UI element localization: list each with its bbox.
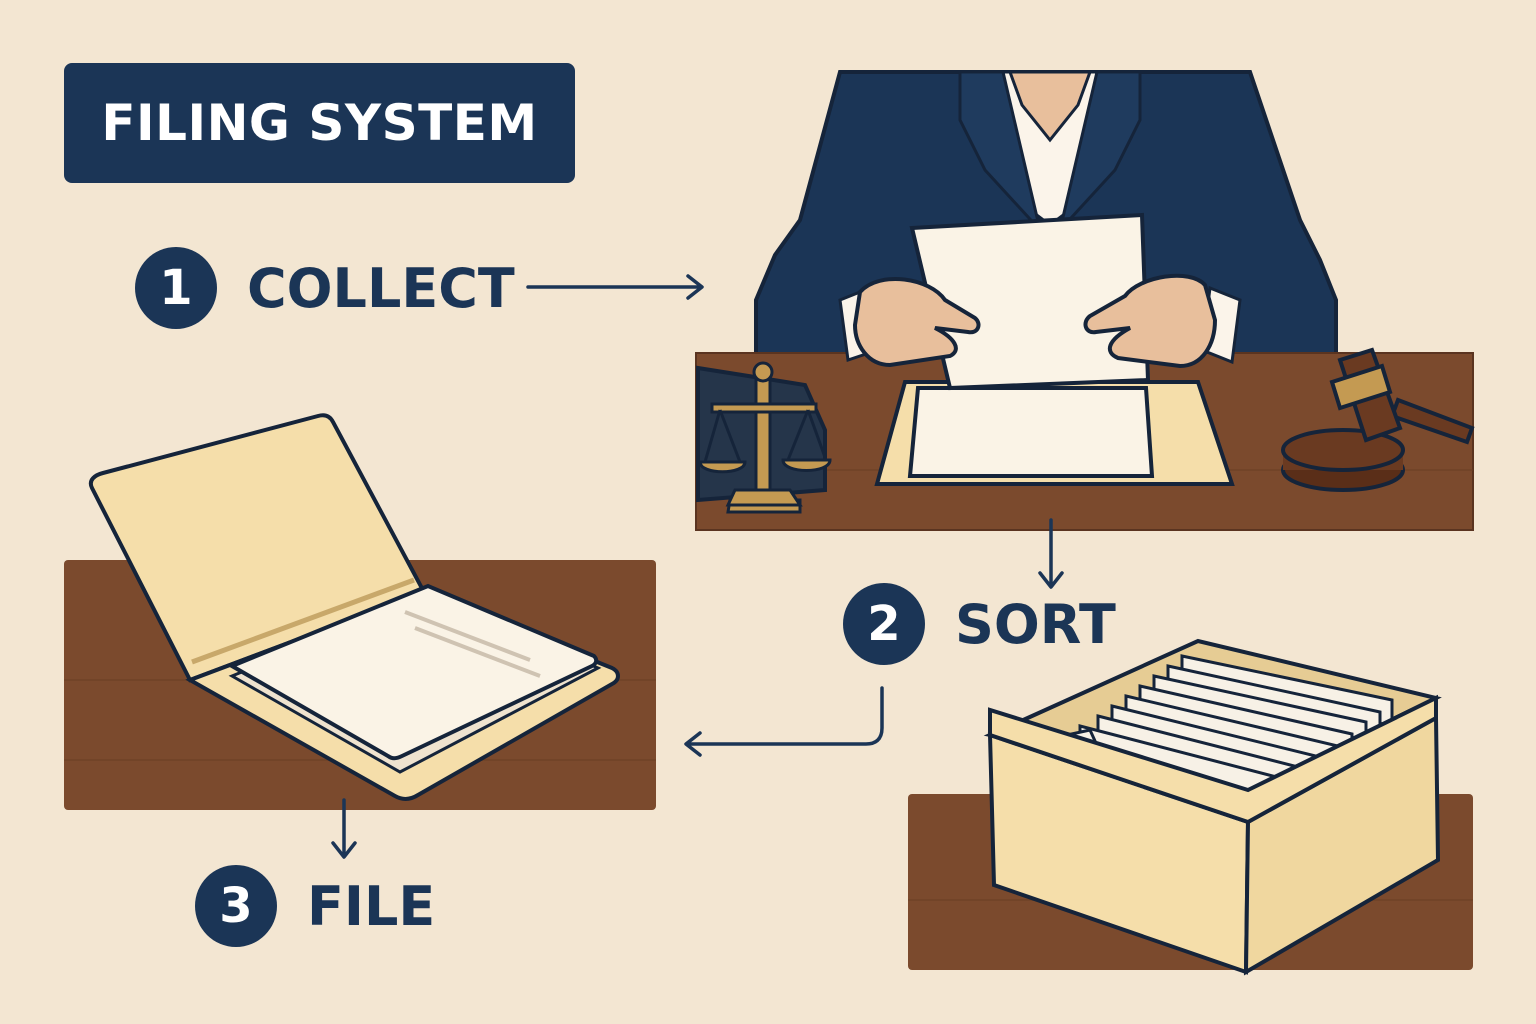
title-badge: FILING SYSTEM — [64, 63, 575, 183]
step-label-file: FILE — [307, 874, 436, 938]
scales-icon — [698, 361, 832, 514]
step-number-3: 3 — [195, 865, 277, 947]
arrow-desk-to-sort — [1038, 518, 1064, 589]
person-neck — [1007, 70, 1093, 143]
page-title: FILING SYSTEM — [101, 94, 538, 152]
flow-arrows — [331, 274, 1064, 859]
step-label-collect: COLLECT — [247, 256, 515, 320]
open-folder-back — [88, 413, 427, 683]
hand-left — [852, 277, 981, 368]
folder-paper — [227, 583, 599, 761]
step-number-2: 2 — [843, 583, 925, 665]
jacket-lapel-right — [1057, 70, 1142, 236]
step-collect: 1 COLLECT — [135, 247, 515, 329]
step-sort: 2 SORT — [843, 583, 1116, 665]
arrow-file-down — [331, 798, 357, 859]
desk-paper — [907, 386, 1155, 478]
step-label-sort: SORT — [955, 592, 1116, 656]
arrow-collect-to-desk — [526, 274, 704, 300]
jacket-lapel-left — [958, 70, 1043, 236]
step-number-1: 1 — [135, 247, 217, 329]
hand-right — [1083, 273, 1218, 369]
sort-illustration — [908, 638, 1473, 976]
collect-illustration — [695, 70, 1475, 531]
gavel-icon — [1281, 347, 1475, 492]
step-file: 3 FILE — [195, 865, 435, 947]
file-illustration — [64, 413, 656, 810]
arrow-sort-to-file — [684, 686, 884, 757]
